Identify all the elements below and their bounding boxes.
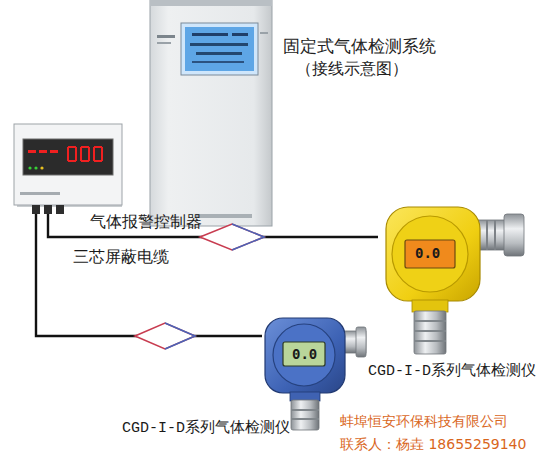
- lcd-reading: 0.0: [292, 346, 317, 362]
- wall-panel-part: [157, 35, 175, 38]
- blue-detector-part: [291, 409, 319, 411]
- blue-detector-part: [283, 342, 325, 366]
- yellow-detector-part: [414, 320, 446, 322]
- controller-box-part: [20, 192, 60, 195]
- wall-panel-part: [232, 33, 248, 36]
- blue-detector-part: [291, 418, 319, 420]
- controller-box-part: [93, 147, 95, 161]
- cable-label: 三芯屏蔽电缆: [72, 248, 170, 266]
- controller-box-part: [34, 166, 37, 169]
- controller-box-part: [32, 205, 40, 214]
- yellow-detector-part: [414, 311, 446, 354]
- wall-panel: [150, 0, 272, 226]
- controller-box-part: [80, 147, 82, 161]
- yellow-detector-part: [486, 220, 488, 250]
- controller-box-part: [39, 150, 47, 153]
- cable-diamond-part: [135, 323, 195, 349]
- alarm-controller: 气体报警控制器: [14, 124, 122, 205]
- wall-panel-part: [157, 42, 171, 44]
- controller-box-part: [56, 205, 64, 214]
- cable-diamond: [135, 224, 264, 349]
- controller-box-part: [28, 166, 31, 169]
- cable-diamond-part: [165, 323, 195, 349]
- controller-box-part: [50, 150, 58, 153]
- subtitle: （接线示意图）: [296, 60, 408, 78]
- wall-panel-part: [192, 33, 228, 36]
- yellow-detector-part: [414, 330, 446, 332]
- wall-panel-part: [260, 32, 268, 34]
- controller-box-part: [14, 124, 122, 205]
- wall-panel-part: [196, 52, 242, 55]
- yellow-detector-part: [476, 220, 508, 250]
- cable-diamond-part: [232, 224, 264, 250]
- alarm-controller-label: 气体报警控制器: [90, 213, 202, 231]
- wall-panel-part: [192, 61, 244, 63]
- controller-box-part: [81, 146, 89, 148]
- controller-box-part: [67, 147, 69, 161]
- contact-info: 联系人：杨垚 18655259140: [340, 436, 526, 452]
- controller-box-part: [28, 150, 36, 153]
- controller-box-part: [101, 147, 103, 161]
- controller-box-part: [44, 205, 52, 214]
- yellow-detector-part: [494, 220, 496, 250]
- yellow-detector-part: [392, 216, 468, 292]
- controller-box-part: [94, 160, 102, 162]
- gas-detector-label: CGD-I-D系列气体检测仪: [368, 363, 536, 380]
- wall-panel-part: [150, 0, 272, 226]
- controller-box-part: [75, 147, 77, 161]
- controller-box-part: [94, 146, 102, 148]
- yellow-detector-part: [414, 340, 446, 342]
- blue-detector-part: [291, 400, 319, 430]
- wall-panel-part: [190, 43, 248, 46]
- gas-detector: CGD-I-D系列气体检测仪: [378, 205, 528, 357]
- yellow-detector-part: [386, 207, 480, 301]
- wall-panel-part: [185, 27, 254, 71]
- wall-panel-part: [181, 23, 258, 75]
- wall-panel-part: [196, 214, 252, 218]
- yellow-detector: [386, 207, 524, 354]
- blue-detector-part: [356, 327, 366, 357]
- controller-box-part: [23, 139, 113, 175]
- blue-detector-part: [265, 318, 345, 393]
- cable-diamond-part: [200, 224, 264, 250]
- controller-box-part: [68, 160, 76, 162]
- controller-box-part: [88, 147, 90, 161]
- yellow-detector-part: [405, 240, 455, 268]
- blue-detector-part: [273, 324, 335, 386]
- gas-detector-label: CGD-I-D系列气体检测仪: [122, 420, 290, 437]
- controller-box-part: [40, 166, 43, 169]
- yellow-detector-part: [412, 300, 448, 312]
- wall-panel-part: [150, 0, 272, 6]
- diagram-title: 固定式气体检测系统: [283, 37, 436, 57]
- controller-box-part: [81, 160, 89, 162]
- controller-box: [14, 124, 122, 214]
- company-name: 蚌埠恒安环保科技有限公司: [340, 413, 508, 429]
- controller-box-part: [68, 146, 76, 148]
- lcd-reading: 0.0: [415, 245, 440, 261]
- yellow-detector-part: [504, 214, 524, 256]
